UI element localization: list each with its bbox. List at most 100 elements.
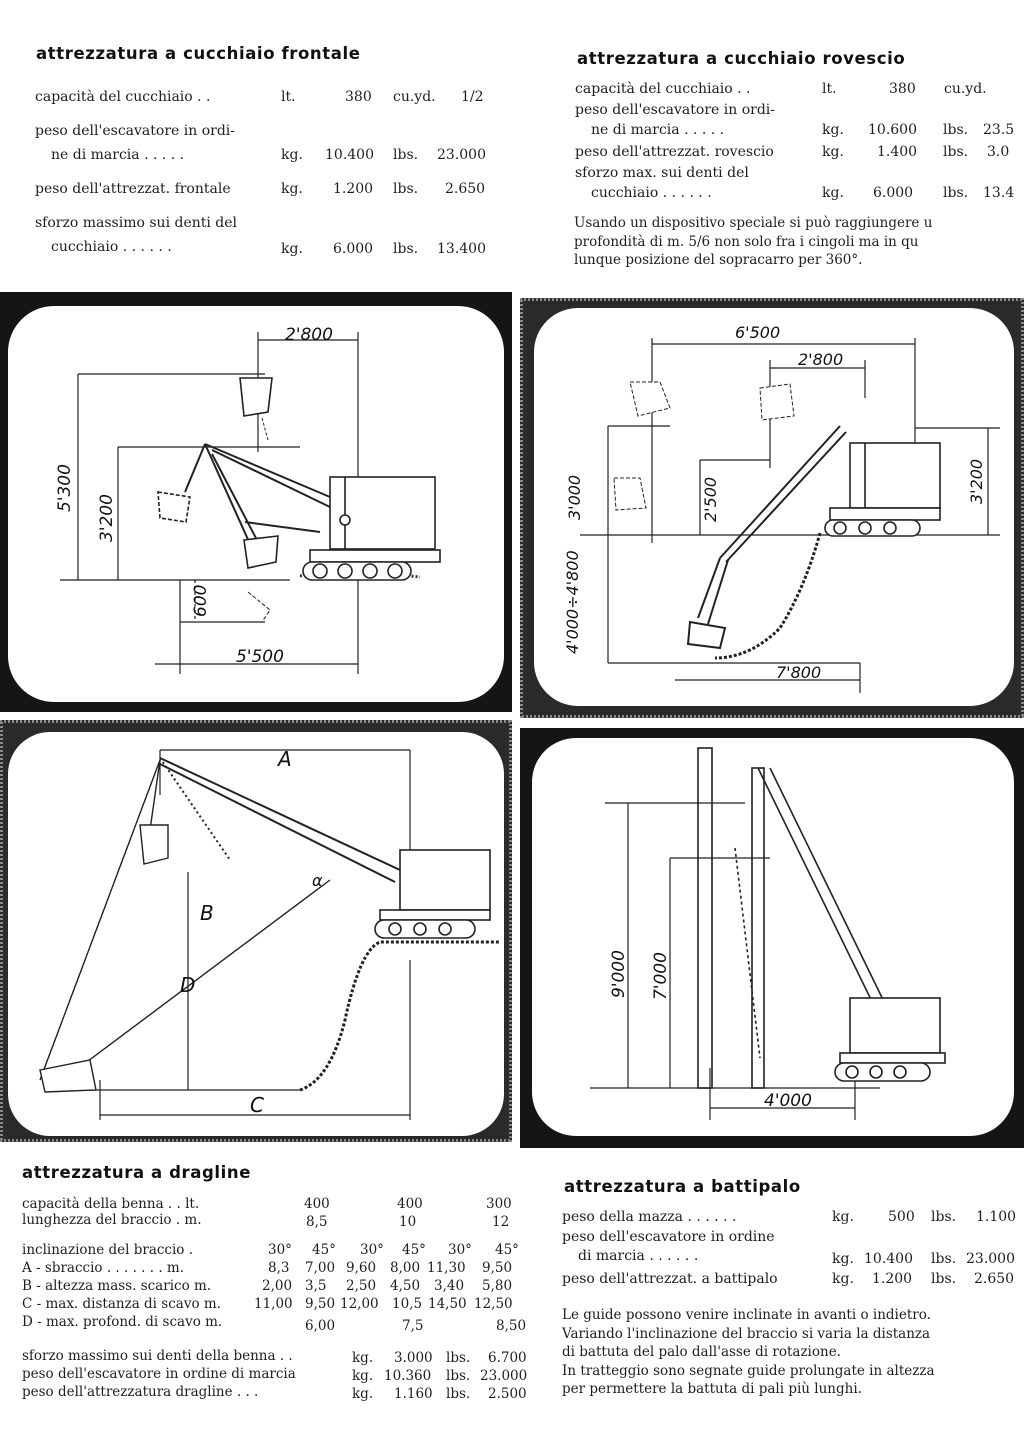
cell: 7,5 — [402, 1318, 424, 1334]
dim-top-label: 6'500 — [735, 323, 780, 342]
cell: 45° — [495, 1242, 519, 1258]
battipalo-row-peso-attrezzatura: peso dell'attrezzat. a battipalo kg. 1.2… — [562, 1272, 1024, 1290]
dim-reach-label: 5'500 — [236, 647, 284, 667]
dragline-table: capacità della benna . . lt. 400 400 300… — [22, 1194, 532, 1414]
rovescio-row-peso-escavatore: peso dell'escavatore in ordi- ne di marc… — [575, 103, 1024, 143]
weight-unit: lbs. — [446, 1350, 471, 1366]
frontale-unit: lbs. — [393, 241, 419, 257]
frontale-row-peso-escavatore: peso dell'escavatore in ordi- ne di marc… — [35, 124, 505, 166]
cell: 9,50 — [305, 1296, 336, 1312]
dim-top-label: 2'800 — [285, 325, 333, 345]
rovescio-unit: kg. — [822, 185, 844, 201]
cell: 12 — [492, 1214, 510, 1230]
frontale-unit: lt. — [281, 89, 296, 105]
weight-label: peso dell'attrezzatura dragline . . . — [22, 1384, 259, 1400]
rovescio-unit: cu.yd. — [944, 81, 987, 97]
frontale-label-cont: cucchiaio . . . . . . — [51, 239, 172, 255]
frontale-row-peso-attrezzatura: peso dell'attrezzat. frontale kg. 1.200 … — [35, 182, 505, 200]
rovescio-label: peso dell'escavatore in ordi- — [575, 102, 775, 118]
battipalo-unit: lbs. — [931, 1209, 957, 1225]
frontale-unit: lbs. — [393, 181, 419, 197]
figure-battipalo: 9'000 7'000 4'000 — [520, 728, 1024, 1148]
label-a: A — [276, 747, 292, 771]
rovescio-label: peso dell'attrezzat. rovescio — [575, 144, 774, 160]
note-line: profondità di m. 5/6 non solo fra i cing… — [574, 233, 919, 250]
rovescio-unit: lt. — [822, 81, 837, 97]
frontale-value: 23.000 — [437, 147, 486, 163]
rovescio-title: attrezzatura a cucchiaio rovescio — [577, 49, 906, 68]
cell: 6,00 — [305, 1318, 336, 1334]
frontale-label: peso dell'escavatore in ordi- — [35, 123, 235, 139]
battipalo-unit: kg. — [832, 1271, 854, 1287]
rovescio-row-peso-attrezzatura: peso dell'attrezzat. rovescio kg. 1.400 … — [575, 145, 1024, 163]
row-d-label: D - max. profond. di scavo m. — [22, 1314, 223, 1330]
note-line: lunque posizione del sopracarro per 360°… — [574, 252, 863, 268]
battipalo-value: 2.650 — [974, 1271, 1015, 1287]
frontale-unit: kg. — [281, 181, 303, 197]
row-lunghezza-label: lunghezza del braccio . m. — [22, 1212, 202, 1228]
weight-unit: lbs. — [446, 1368, 471, 1384]
weight-label: peso dell'escavatore in ordine di marcia — [22, 1366, 296, 1382]
row-capacita-label: capacità della benna . . lt. — [22, 1196, 200, 1212]
rovescio-unit: lbs. — [943, 122, 969, 138]
figure-rovescio: 6'500 2'800 3'000 2'500 3'200 4'000÷4'80… — [520, 298, 1024, 718]
rovescio-unit: lbs. — [943, 144, 969, 160]
dim-depth-label: 4'000÷4'800 — [563, 550, 582, 654]
weight-value: 1.160 — [394, 1386, 433, 1402]
cell: 8,5 — [306, 1214, 328, 1230]
cell: 2,50 — [346, 1278, 377, 1294]
dragline-title: attrezzatura a dragline — [22, 1163, 252, 1182]
dim-total-label: 9'000 — [609, 950, 629, 998]
cell: 9,50 — [482, 1260, 513, 1276]
dim-reach-label: 4'000 — [764, 1091, 812, 1111]
rovescio-value: 6.000 — [873, 185, 914, 201]
note-line: per permettere la battuta di pali più lu… — [562, 1381, 862, 1397]
dim-depth-label: 600 — [191, 585, 211, 617]
rovescio-label-cont: cucchiaio . . . . . . — [591, 185, 712, 201]
battipalo-value: 10.400 — [864, 1251, 913, 1267]
cell: 2,00 — [262, 1278, 293, 1294]
cell: 30° — [268, 1242, 292, 1258]
rovescio-unit: lbs. — [943, 185, 969, 201]
weight-value: 6.700 — [488, 1350, 527, 1366]
weight-unit: kg. — [352, 1386, 374, 1402]
dim-pivot-label: 3'200 — [97, 494, 117, 542]
frontale-value: 13.400 — [437, 241, 486, 257]
rovescio-label-cont: ne di marcia . . . . . — [591, 122, 725, 138]
cell: 11,30 — [427, 1260, 466, 1276]
cell: 10 — [399, 1214, 417, 1230]
cell: 3,40 — [434, 1278, 465, 1294]
rovescio-note: Usando un dispositivo speciale si può ra… — [574, 214, 1022, 270]
cell: 30° — [360, 1242, 384, 1258]
dim-right-label: 3'200 — [967, 459, 986, 504]
weight-unit: kg. — [352, 1368, 374, 1384]
frontale-value: 6.000 — [333, 241, 374, 257]
rovescio-value: 380 — [889, 81, 916, 97]
battipalo-value: 1.200 — [872, 1271, 913, 1287]
battipalo-label: peso dell'attrezzat. a battipalo — [562, 1271, 778, 1287]
cell: 9,60 — [346, 1260, 377, 1276]
note-line: di battuta del palo dall'asse di rotazio… — [562, 1344, 841, 1360]
frontale-unit: lbs. — [393, 147, 419, 163]
frontale-label: sforzo massimo sui denti del — [35, 215, 238, 231]
rovescio-row-capacita: capacità del cucchiaio . . lt. 380 cu.yd… — [575, 82, 1024, 100]
rovescio-value: 3.0 — [987, 144, 1010, 160]
cell: 400 — [397, 1196, 423, 1212]
note-line: Usando un dispositivo speciale si può ra… — [574, 215, 933, 231]
frontale-value: 10.400 — [325, 147, 374, 163]
battipalo-value: 23.000 — [966, 1251, 1015, 1267]
note-line: Variando l'inclinazione del braccio si v… — [562, 1325, 931, 1342]
cell: 8,50 — [496, 1318, 527, 1334]
battipalo-unit: kg. — [832, 1251, 854, 1267]
cell: 8,3 — [268, 1260, 290, 1276]
frontale-value: 380 — [345, 89, 372, 105]
note-line: In tratteggio sono segnate guide prolung… — [562, 1362, 935, 1379]
weight-value: 23.000 — [480, 1368, 528, 1384]
frontale-label-cont: ne di marcia . . . . . — [51, 147, 185, 163]
dim-reach-label: 7'800 — [776, 663, 821, 682]
frontale-value: 2.650 — [445, 181, 486, 197]
battipalo-note: Le guide possono venire inclinate in ava… — [562, 1306, 1022, 1399]
frontale-unit: kg. — [281, 241, 303, 257]
cell: 3,5 — [305, 1278, 327, 1294]
row-a-label: A - sbraccio . . . . . . . m. — [22, 1260, 184, 1276]
